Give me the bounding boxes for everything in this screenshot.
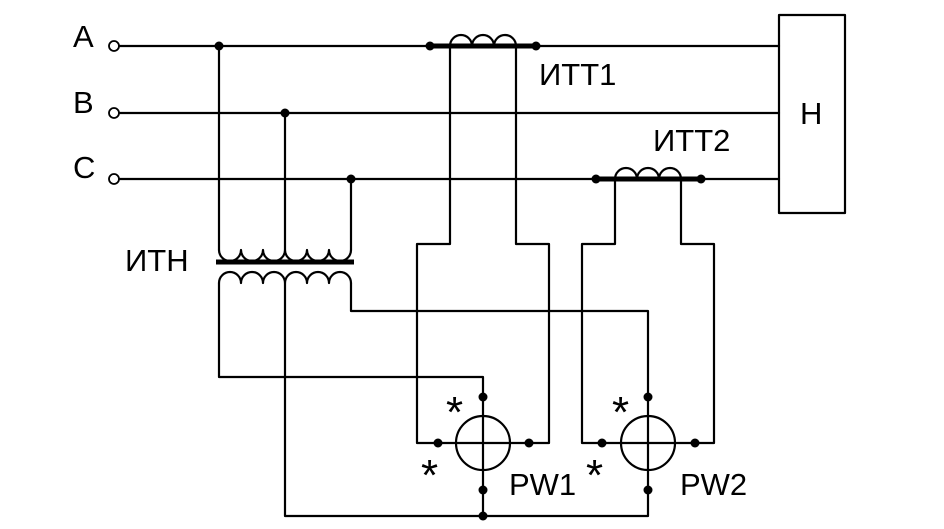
current-transformer-2: ИТТ2 xyxy=(580,123,730,445)
junction-dot xyxy=(425,41,435,51)
ct1-winding xyxy=(448,33,518,48)
vt-sec-c-to-pw2 xyxy=(349,281,650,399)
pw2-label: PW2 xyxy=(680,467,747,502)
pw2-current-polarity-mark: * xyxy=(586,451,603,500)
terminal-c xyxy=(108,173,120,185)
ct2-secondary-left-lead xyxy=(580,177,617,445)
junction-dot xyxy=(478,511,488,521)
pw1-circle xyxy=(454,414,512,472)
junction-dot xyxy=(346,174,356,184)
ct1-label: ИТТ1 xyxy=(539,57,616,92)
terminal-a xyxy=(108,40,120,52)
junction-dot xyxy=(478,392,488,402)
ct1-secondary-right-lead xyxy=(514,44,551,445)
pw2-voltage-polarity-mark: * xyxy=(612,388,629,437)
junction-dot xyxy=(597,438,607,448)
junction-dot xyxy=(524,438,534,448)
ct2-winding xyxy=(613,166,683,181)
load-label: Н xyxy=(800,96,822,131)
ct1-secondary-left-lead xyxy=(415,44,452,445)
wattmeter-pw2: * * PW2 xyxy=(586,388,747,502)
junction-dots xyxy=(214,41,706,521)
voltage-transformer: ИТН xyxy=(125,44,354,285)
vt-secondary-winding xyxy=(217,270,353,285)
load-box xyxy=(777,13,847,215)
pw1-current-polarity-mark: * xyxy=(421,451,438,500)
junction-dot xyxy=(531,41,541,51)
current-transformer-1: ИТТ1 xyxy=(415,33,616,445)
junction-dot xyxy=(478,485,488,495)
junction-dot xyxy=(433,438,443,448)
ct2-secondary-right-lead xyxy=(679,177,716,445)
junction-dot xyxy=(280,108,290,118)
pw1-label: PW1 xyxy=(509,467,576,502)
junction-dot xyxy=(643,392,653,402)
phase-label-b: B xyxy=(73,85,94,120)
pw2-circle xyxy=(619,414,677,472)
vt-label: ИТН xyxy=(125,243,189,278)
phase-label-a: A xyxy=(73,19,94,54)
junction-dot xyxy=(643,485,653,495)
ct2-label: ИТТ2 xyxy=(653,123,730,158)
vt-primary-winding xyxy=(217,248,353,263)
junction-dot xyxy=(214,41,224,51)
wattmeter-pw1: * * PW1 xyxy=(421,388,576,502)
pw1-voltage-polarity-mark: * xyxy=(446,388,463,437)
junction-dot xyxy=(591,174,601,184)
phase-label-c: C xyxy=(73,150,95,185)
vt-sec-b-common xyxy=(283,281,650,518)
junction-dot xyxy=(696,174,706,184)
vt-sec-a-to-pw1 xyxy=(217,281,485,399)
junction-dot xyxy=(690,438,700,448)
terminal-b xyxy=(108,107,120,119)
